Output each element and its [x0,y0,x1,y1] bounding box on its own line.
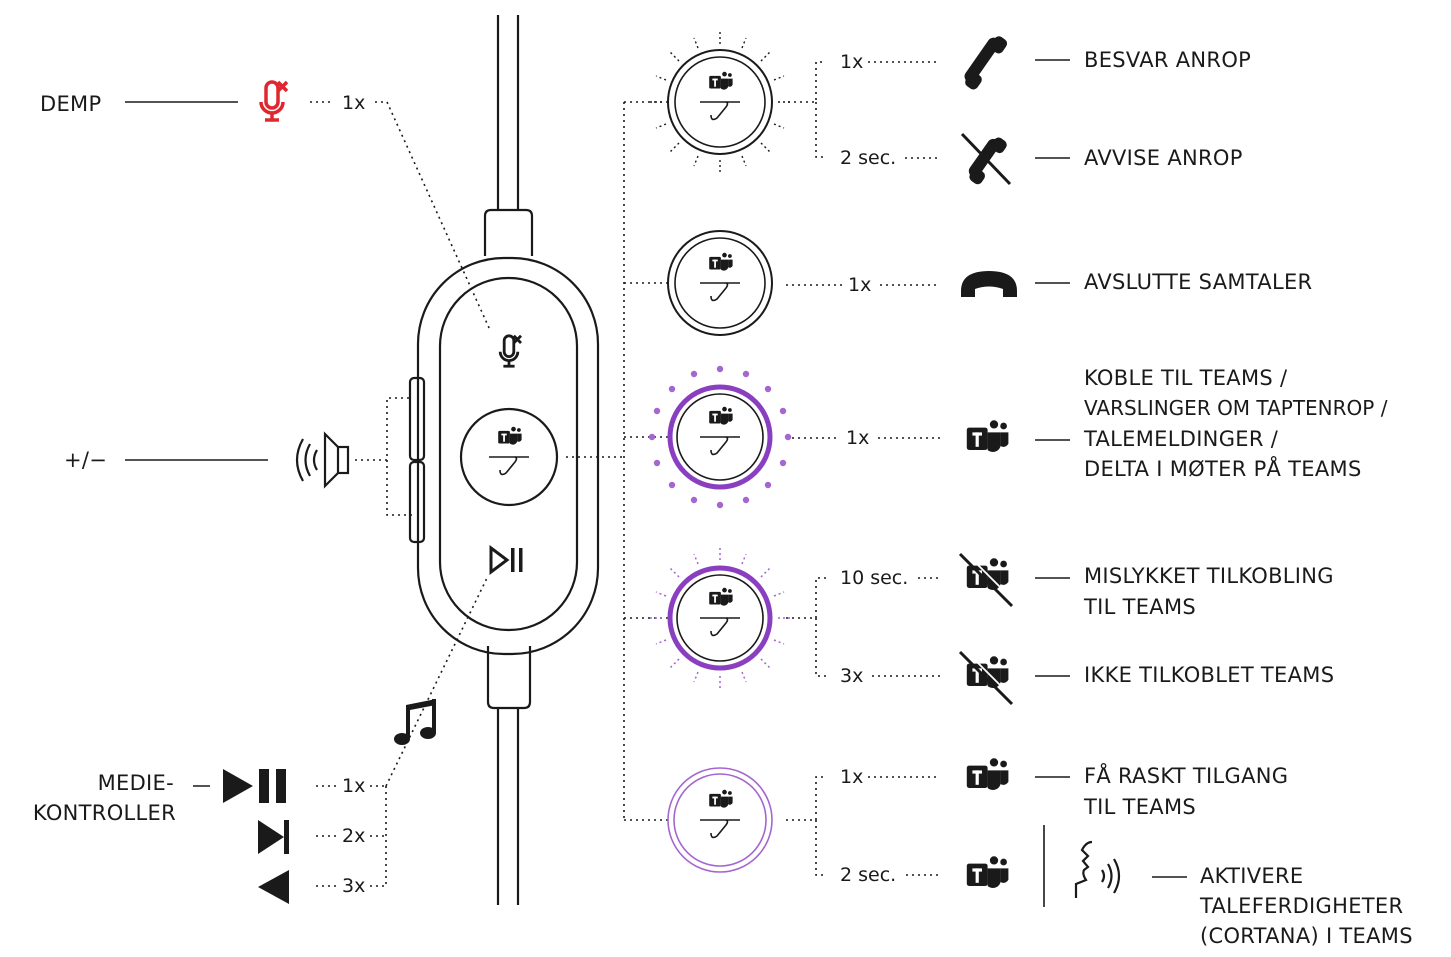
reject-call-label: AVVISE ANROP [1084,146,1243,170]
inline-remote-body [408,256,600,656]
teams-disconnected-icon-2 [958,648,1016,706]
teams-pulse-label-3: TALEMELDINGER / [1084,427,1279,451]
teams-quick-label-2: TIL TEAMS [1084,795,1197,819]
teams-fail-label-2: TIL TEAMS [1084,595,1197,619]
remote-play-pause-icon[interactable] [489,545,523,575]
phone-hangup-icon [961,271,1017,297]
teams-fail-label-1: MISLYKKET TILKOBLING [1084,564,1334,588]
teams-pulse-button-state [648,365,792,509]
teams-logo-icon-2 [967,758,1009,790]
remote-teams-button[interactable] [489,427,529,475]
mute-mic-icon [259,80,289,122]
end-call-label: AVSLUTTE SAMTALER [1084,270,1313,294]
teams-voice-label-1: AKTIVERE [1200,864,1304,888]
teams-logo-icon-3 [967,856,1009,888]
phone-reject-icon [960,132,1012,186]
teams-quick-label-1: FÅ RASKT TILGANG [1084,764,1289,788]
teams-fail-count: 10 sec. [840,567,909,589]
left-connectors [125,101,268,787]
teams-idle-button-state [667,767,773,873]
play-pause-icon [223,769,286,803]
media-play-count: 1x [342,775,366,797]
speaker-volume-icon [295,431,350,489]
teams-disconnected-icon [958,550,1016,608]
phone-answer-icon [964,36,1008,90]
incoming-call-button-state [650,32,790,172]
left-dotted-connectors [310,101,491,887]
media-controls-label-1: MEDIE- [97,771,174,795]
mute-count: 1x [342,92,366,114]
teams-pulse-label-2: VARSLINGER OM TAPTENROP / [1084,396,1388,420]
reject-count: 2 sec. [840,147,897,169]
in-call-button-state [667,230,773,336]
right-leader-lines [1035,59,1187,907]
teams-pulse-count: 1x [846,427,870,449]
teams-pulse-label-1: KOBLE TIL TEAMS / [1084,366,1288,390]
next-track-icon [258,820,289,854]
media-controls-label-2: KONTROLLER [32,801,176,825]
teams-quick-count: 1x [840,766,864,788]
teams-voice-label-2: TALEFERDIGHETER [1200,894,1404,918]
remote-mute-icon[interactable] [498,334,523,368]
teams-voice-count: 2 sec. [840,864,897,886]
mute-label: DEMP [40,92,102,116]
media-next-count: 2x [342,825,366,847]
answer-call-label: BESVAR ANROP [1084,48,1252,72]
previous-track-icon [258,870,289,904]
right-connectors [566,61,940,876]
cable [483,15,534,905]
volume-label: +/− [64,448,108,472]
music-note-icon [394,699,436,745]
voice-assistant-icon [1074,840,1121,898]
end-call-count: 1x [848,274,872,296]
answer-count: 1x [840,51,864,73]
teams-not-connected-label: IKKE TILKOBLET TEAMS [1084,663,1335,687]
teams-fail-button-state [650,548,790,688]
teams-not-connected-count: 3x [840,665,864,687]
teams-pulse-label-4: DELTA I MØTER PÅ TEAMS [1084,457,1362,481]
teams-voice-label-3: (CORTANA) I TEAMS [1200,924,1413,948]
media-prev-count: 3x [342,875,366,897]
teams-logo-icon [967,420,1009,452]
